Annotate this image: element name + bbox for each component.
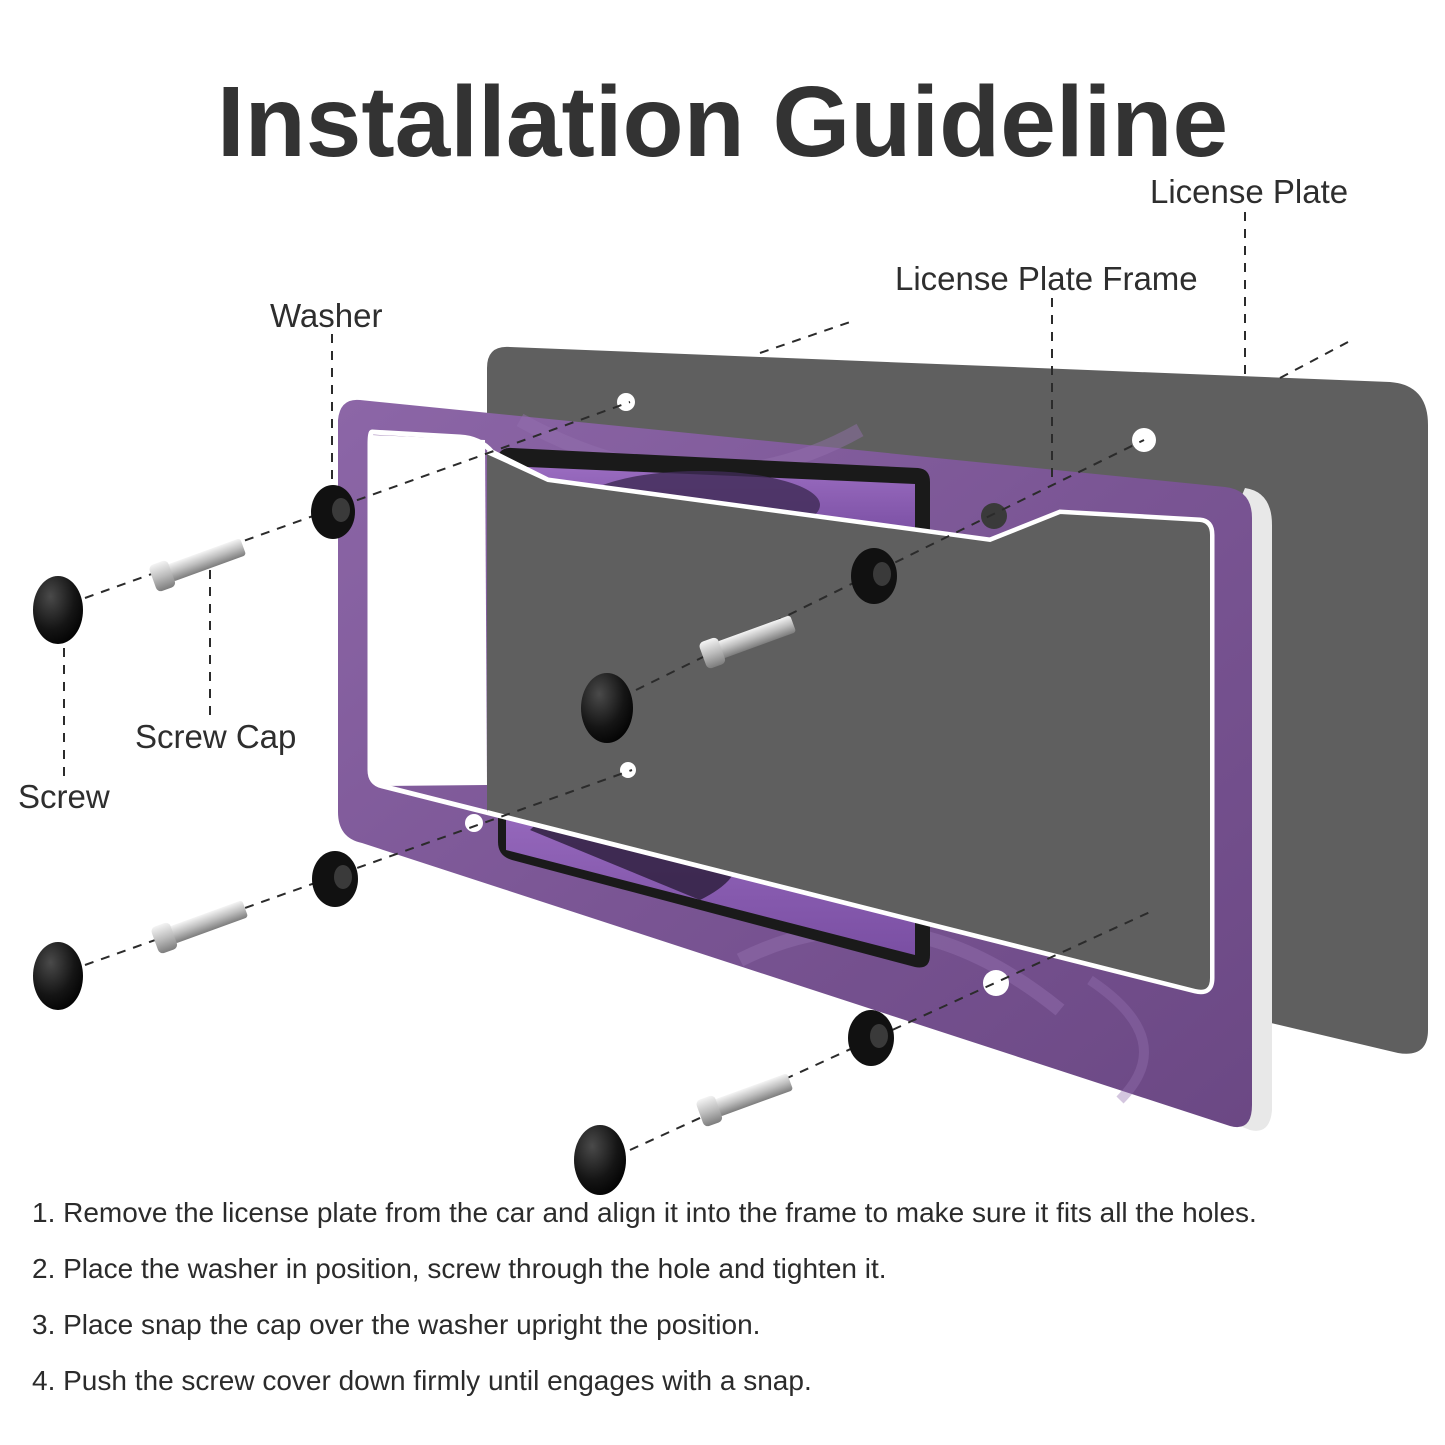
label-screw: Screw (18, 778, 110, 815)
washer-2 (851, 548, 897, 604)
screw-1 (149, 538, 246, 592)
step-1: 1. Remove the license plate from the car… (32, 1197, 1257, 1228)
step-3: 3. Place snap the cap over the washer up… (32, 1309, 761, 1340)
cap-2 (581, 673, 633, 743)
washer-3 (312, 851, 358, 907)
label-license-plate-frame: License Plate Frame (895, 260, 1198, 297)
washer-4 (848, 1010, 894, 1066)
label-washer: Washer (270, 297, 383, 334)
cap-3 (33, 942, 83, 1010)
frame-hole-bottom-right (983, 970, 1009, 996)
label-license-plate: License Plate (1150, 173, 1349, 210)
label-screw-cap: Screw Cap (135, 718, 297, 755)
screw-3 (151, 900, 248, 954)
screw-4 (696, 1073, 793, 1127)
washer-1 (311, 485, 355, 539)
step-4: 4. Push the screw cover down firmly unti… (32, 1365, 812, 1396)
page-title: Installation Guideline (216, 66, 1229, 178)
license-plate-frame (338, 399, 1272, 1131)
cap-4 (574, 1125, 626, 1195)
frame-hole-top-right (981, 503, 1007, 529)
step-2: 2. Place the washer in position, screw t… (32, 1253, 887, 1284)
frame-hole-bottom-left (465, 814, 483, 832)
screw-2 (699, 615, 796, 669)
plate-hole-top-left (617, 393, 635, 411)
leader-lines (63, 212, 1349, 1151)
cap-1 (33, 576, 83, 644)
hardware (33, 485, 897, 1195)
instruction-steps: 1. Remove the license plate from the car… (32, 1196, 1257, 1420)
